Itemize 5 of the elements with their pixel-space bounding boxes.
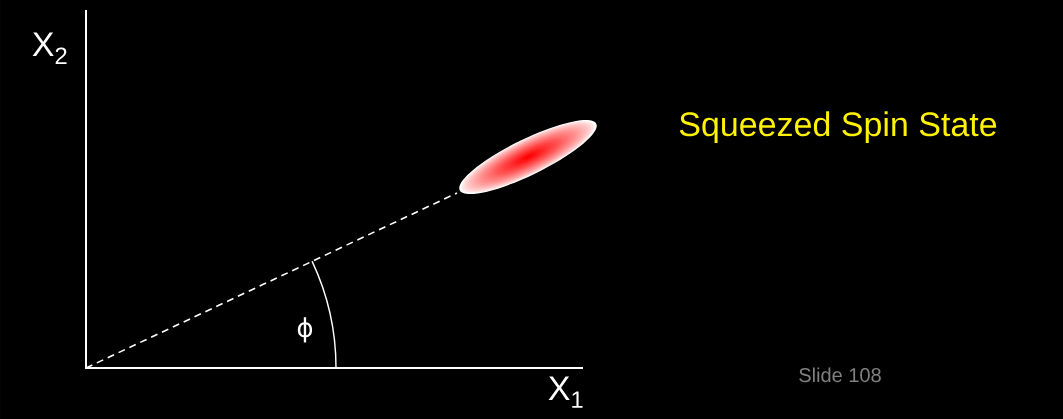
slide-number: Slide 108	[799, 367, 881, 383]
axis-label: X$_{2}$	[32, 32, 67, 65]
axis-label: X$_{1}$	[548, 376, 583, 408]
angle-label: ϕ	[297, 317, 313, 343]
title: Squeezed Spin State	[679, 111, 997, 144]
